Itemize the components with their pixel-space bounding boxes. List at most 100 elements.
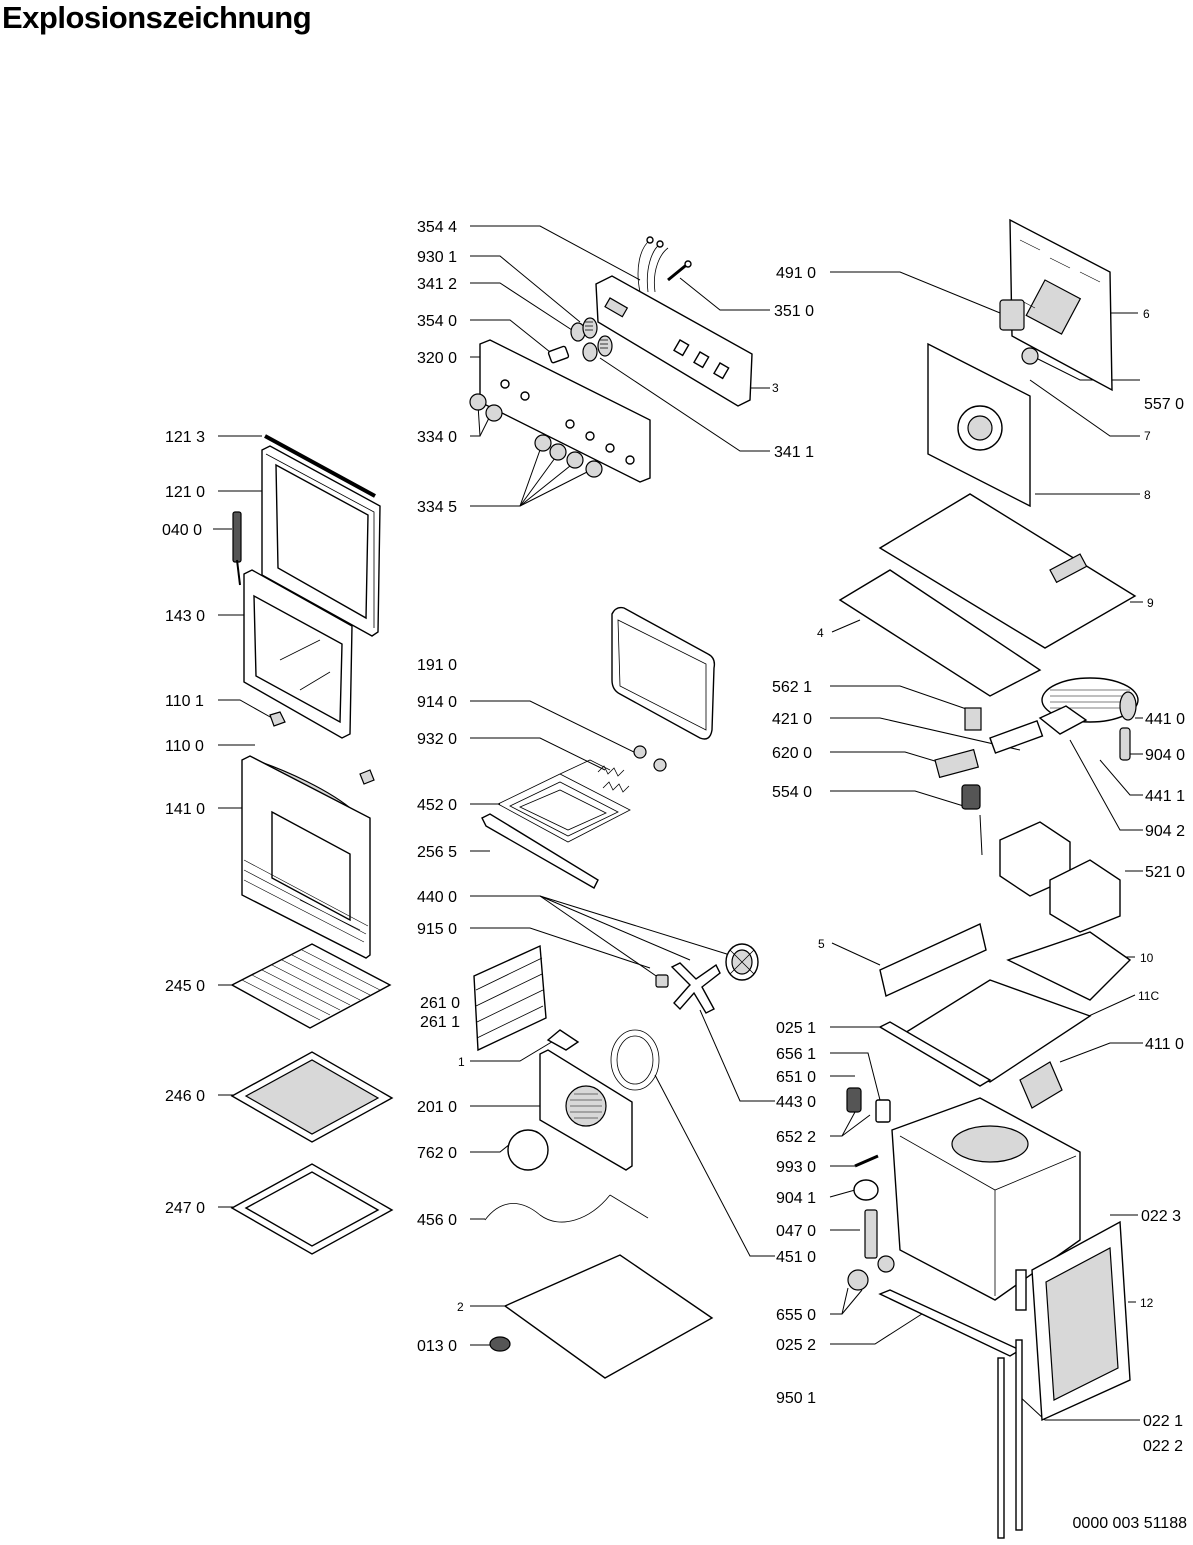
relay [989,720,1044,754]
wiring-harness [637,236,669,293]
part-label: 143 0 [165,608,205,625]
gasket-ring [507,1129,549,1171]
part-label: 3 [772,381,779,395]
part-label: 12 [1140,1296,1154,1310]
part-label: 932 0 [417,731,457,748]
part-label: 915 0 [417,921,457,938]
part-label: 341 1 [774,444,814,461]
part-label: 351 0 [774,303,814,320]
part-label: 441 0 [1145,711,1185,728]
part-label: 554 0 [772,784,812,801]
door-top-strip [264,434,376,498]
lamp-socket [1119,727,1131,761]
sensor-rod [667,260,692,282]
part-label: 8 [1144,488,1151,502]
part-label: 246 0 [165,1088,205,1105]
control-knob-shaft [547,345,570,364]
part-label: 047 0 [776,1223,816,1240]
part-label: 256 5 [417,844,457,861]
oven-top-plate [898,979,1092,1083]
part-label: 040 0 [162,522,202,539]
part-label: 022 3 [1141,1208,1181,1225]
part-label: 121 3 [165,429,205,446]
control-panel [479,339,651,483]
part-label: 993 0 [776,1159,816,1176]
part-label: 110 1 [165,693,204,710]
part-label: 025 2 [776,1337,816,1354]
mains-filter-block [999,821,1121,933]
part-label: 261 0 [420,995,460,1012]
part-label: 245 0 [165,978,205,995]
fan-wheel [670,962,721,1014]
door-handle-bracket [269,711,375,785]
document-number: 0000 003 51188 [1072,1515,1187,1532]
part-label: 904 2 [1145,823,1185,840]
part-label: 334 5 [417,499,457,516]
fan-cover-clip [546,1029,580,1051]
part-label: 2 [457,1300,464,1314]
outer-door-panel [241,755,371,959]
temperature-switch [961,784,983,856]
part-label: 191 0 [417,657,457,674]
door-lock-module [1019,1061,1063,1109]
switch-cover [875,1099,891,1123]
part-label: 013 0 [417,1338,457,1355]
part-label: 025 1 [776,1020,816,1037]
part-label: 9 [1147,596,1154,610]
part-label: 022 2 [1143,1438,1183,1455]
fan-bracket [1038,705,1088,735]
part-label: 10 [1140,951,1154,965]
control-panel-bracket [595,275,753,407]
part-label: 334 0 [417,429,457,446]
insulation-plate [838,569,1042,697]
part-label: 950 1 [776,1390,816,1407]
front-frame-strip [878,1021,992,1087]
top-heating-element [497,759,631,843]
heater-springs [597,765,630,793]
part-label: 11C [1138,989,1159,1003]
part-label: 762 0 [417,1145,457,1162]
part-label: 655 0 [776,1307,816,1324]
thermostat [999,299,1025,331]
door-hinge [232,511,242,586]
thermo-fuse [1021,347,1039,365]
push-button [853,1179,879,1201]
part-label: 354 4 [417,219,457,236]
part-label: 491 0 [776,265,816,282]
part-label: 443 0 [776,1094,816,1111]
bottom-frame-strip [878,1289,1022,1357]
bottom-heating-element [484,1194,649,1223]
shelf-guide-rails [473,944,547,1052]
part-label: 7 [1144,429,1151,443]
enamel-tray-deep [230,1051,394,1143]
fan-nut [655,974,669,988]
oven-cavity [891,1097,1081,1301]
part-label: 651 0 [776,1069,816,1086]
switch-springs [570,317,613,362]
lamp-cover [633,745,667,772]
part-label: 451 0 [776,1249,816,1266]
control-knobs [469,393,603,478]
top-cover [878,493,1137,649]
part-label: 904 1 [776,1190,816,1207]
rear-fan-cover [539,1049,633,1171]
part-label: 456 0 [417,1212,457,1229]
bottom-plate [503,1254,714,1379]
part-label: 141 0 [165,801,205,818]
terminal-block [934,748,980,779]
part-label: 247 0 [165,1200,205,1217]
part-label: 354 0 [417,313,457,330]
part-label: 620 0 [772,745,812,762]
inner-door-frame [261,445,381,637]
heater-cover-strip [481,813,599,889]
part-label: 904 0 [1145,747,1185,764]
part-label: 201 0 [417,1099,457,1116]
part-label: 4 [817,626,824,640]
door-micro-switch [847,1255,895,1291]
part-label: 411 0 [1145,1036,1184,1053]
rear-panel [1009,218,1113,392]
part-label: 656 1 [776,1046,816,1063]
page-title: Explosionszeichnung [2,0,312,35]
part-label: 320 0 [417,350,457,367]
